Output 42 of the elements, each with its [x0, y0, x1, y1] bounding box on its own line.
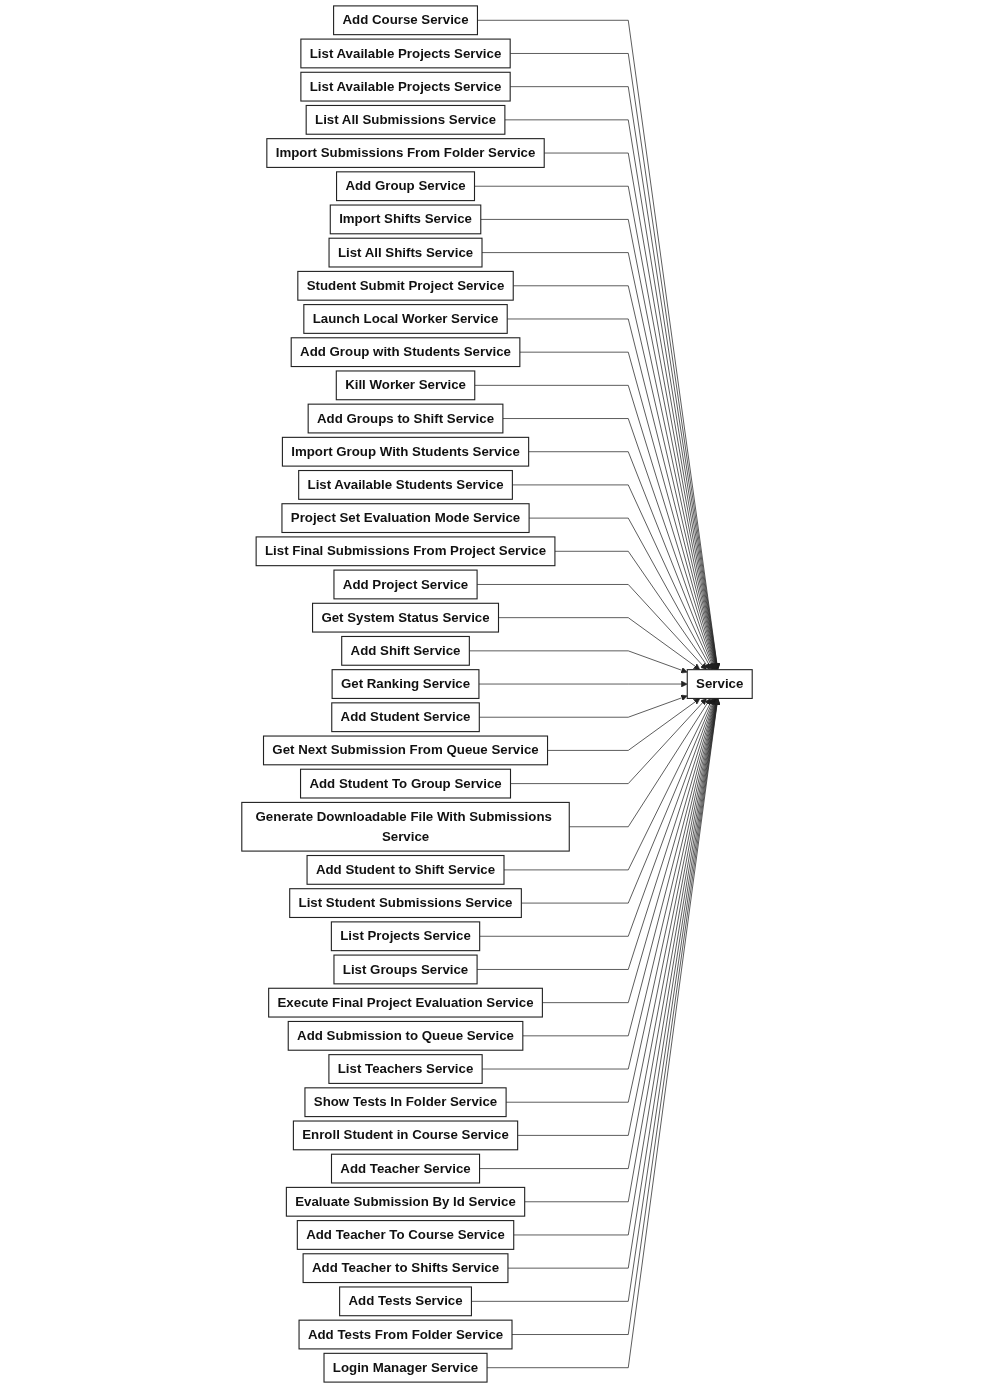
- node-box: List All Submissions Service: [305, 104, 506, 135]
- node-box: Service: [686, 669, 753, 699]
- node-box: Execute Final Project Evaluation Service: [268, 987, 543, 1018]
- node-box: List Available Projects Service: [300, 71, 511, 102]
- node-box: Add Group Service: [336, 171, 476, 202]
- node-box: Add Tests From Folder Service: [298, 1319, 513, 1350]
- node-box: Generate Downloadable File With Submissions Service: [241, 801, 570, 852]
- node-box: Get Ranking Service: [331, 669, 480, 699]
- node-box: Kill Worker Service: [335, 370, 476, 401]
- node-box: List Projects Service: [330, 921, 481, 952]
- node-box: Launch Local Worker Service: [303, 304, 508, 334]
- node-box: List Available Projects Service: [300, 38, 511, 69]
- node-box: Get Next Submission From Queue Service: [262, 735, 549, 766]
- node-box: Show Tests In Folder Service: [304, 1087, 507, 1118]
- node-box: Add Course Service: [333, 5, 478, 36]
- node-box: List Teachers Service: [328, 1054, 483, 1084]
- node-box: Enroll Student in Course Service: [292, 1120, 519, 1151]
- node-box: Get System Status Service: [312, 602, 500, 633]
- node-box: Evaluate Submission By Id Service: [285, 1186, 526, 1217]
- node-box: Import Shifts Service: [329, 204, 482, 235]
- node-box: Import Group With Students Service: [281, 436, 530, 467]
- node-box: Add Groups to Shift Service: [307, 403, 504, 434]
- node-box: Add Shift Service: [341, 635, 470, 666]
- node-box: List Available Students Service: [298, 469, 513, 500]
- node-box: Add Teacher Service: [330, 1153, 481, 1184]
- node-box: Add Group with Students Service: [290, 337, 521, 368]
- node-box: Add Project Service: [333, 569, 478, 600]
- node-box: Import Submissions From Folder Service: [266, 138, 545, 168]
- node-box: List Final Submissions From Project Service: [255, 536, 556, 567]
- node-box: Project Set Evaluation Mode Service: [281, 503, 530, 534]
- node-box: Student Submit Project Service: [297, 270, 514, 301]
- node-box: Add Teacher to Shifts Service: [302, 1253, 509, 1284]
- node-box: Add Tests Service: [339, 1286, 472, 1317]
- node-box: Login Manager Service: [323, 1352, 488, 1383]
- node-box: Add Teacher To Course Service: [296, 1220, 515, 1250]
- node-box: Add Student to Shift Service: [306, 854, 505, 885]
- node-box: List All Shifts Service: [328, 237, 483, 268]
- node-box: Add Student To Group Service: [300, 768, 512, 799]
- node-box: List Student Submissions Service: [289, 888, 522, 919]
- node-box: Add Student Service: [331, 702, 480, 733]
- node-box: List Groups Service: [333, 954, 478, 985]
- node-box: Add Submission to Queue Service: [287, 1020, 524, 1051]
